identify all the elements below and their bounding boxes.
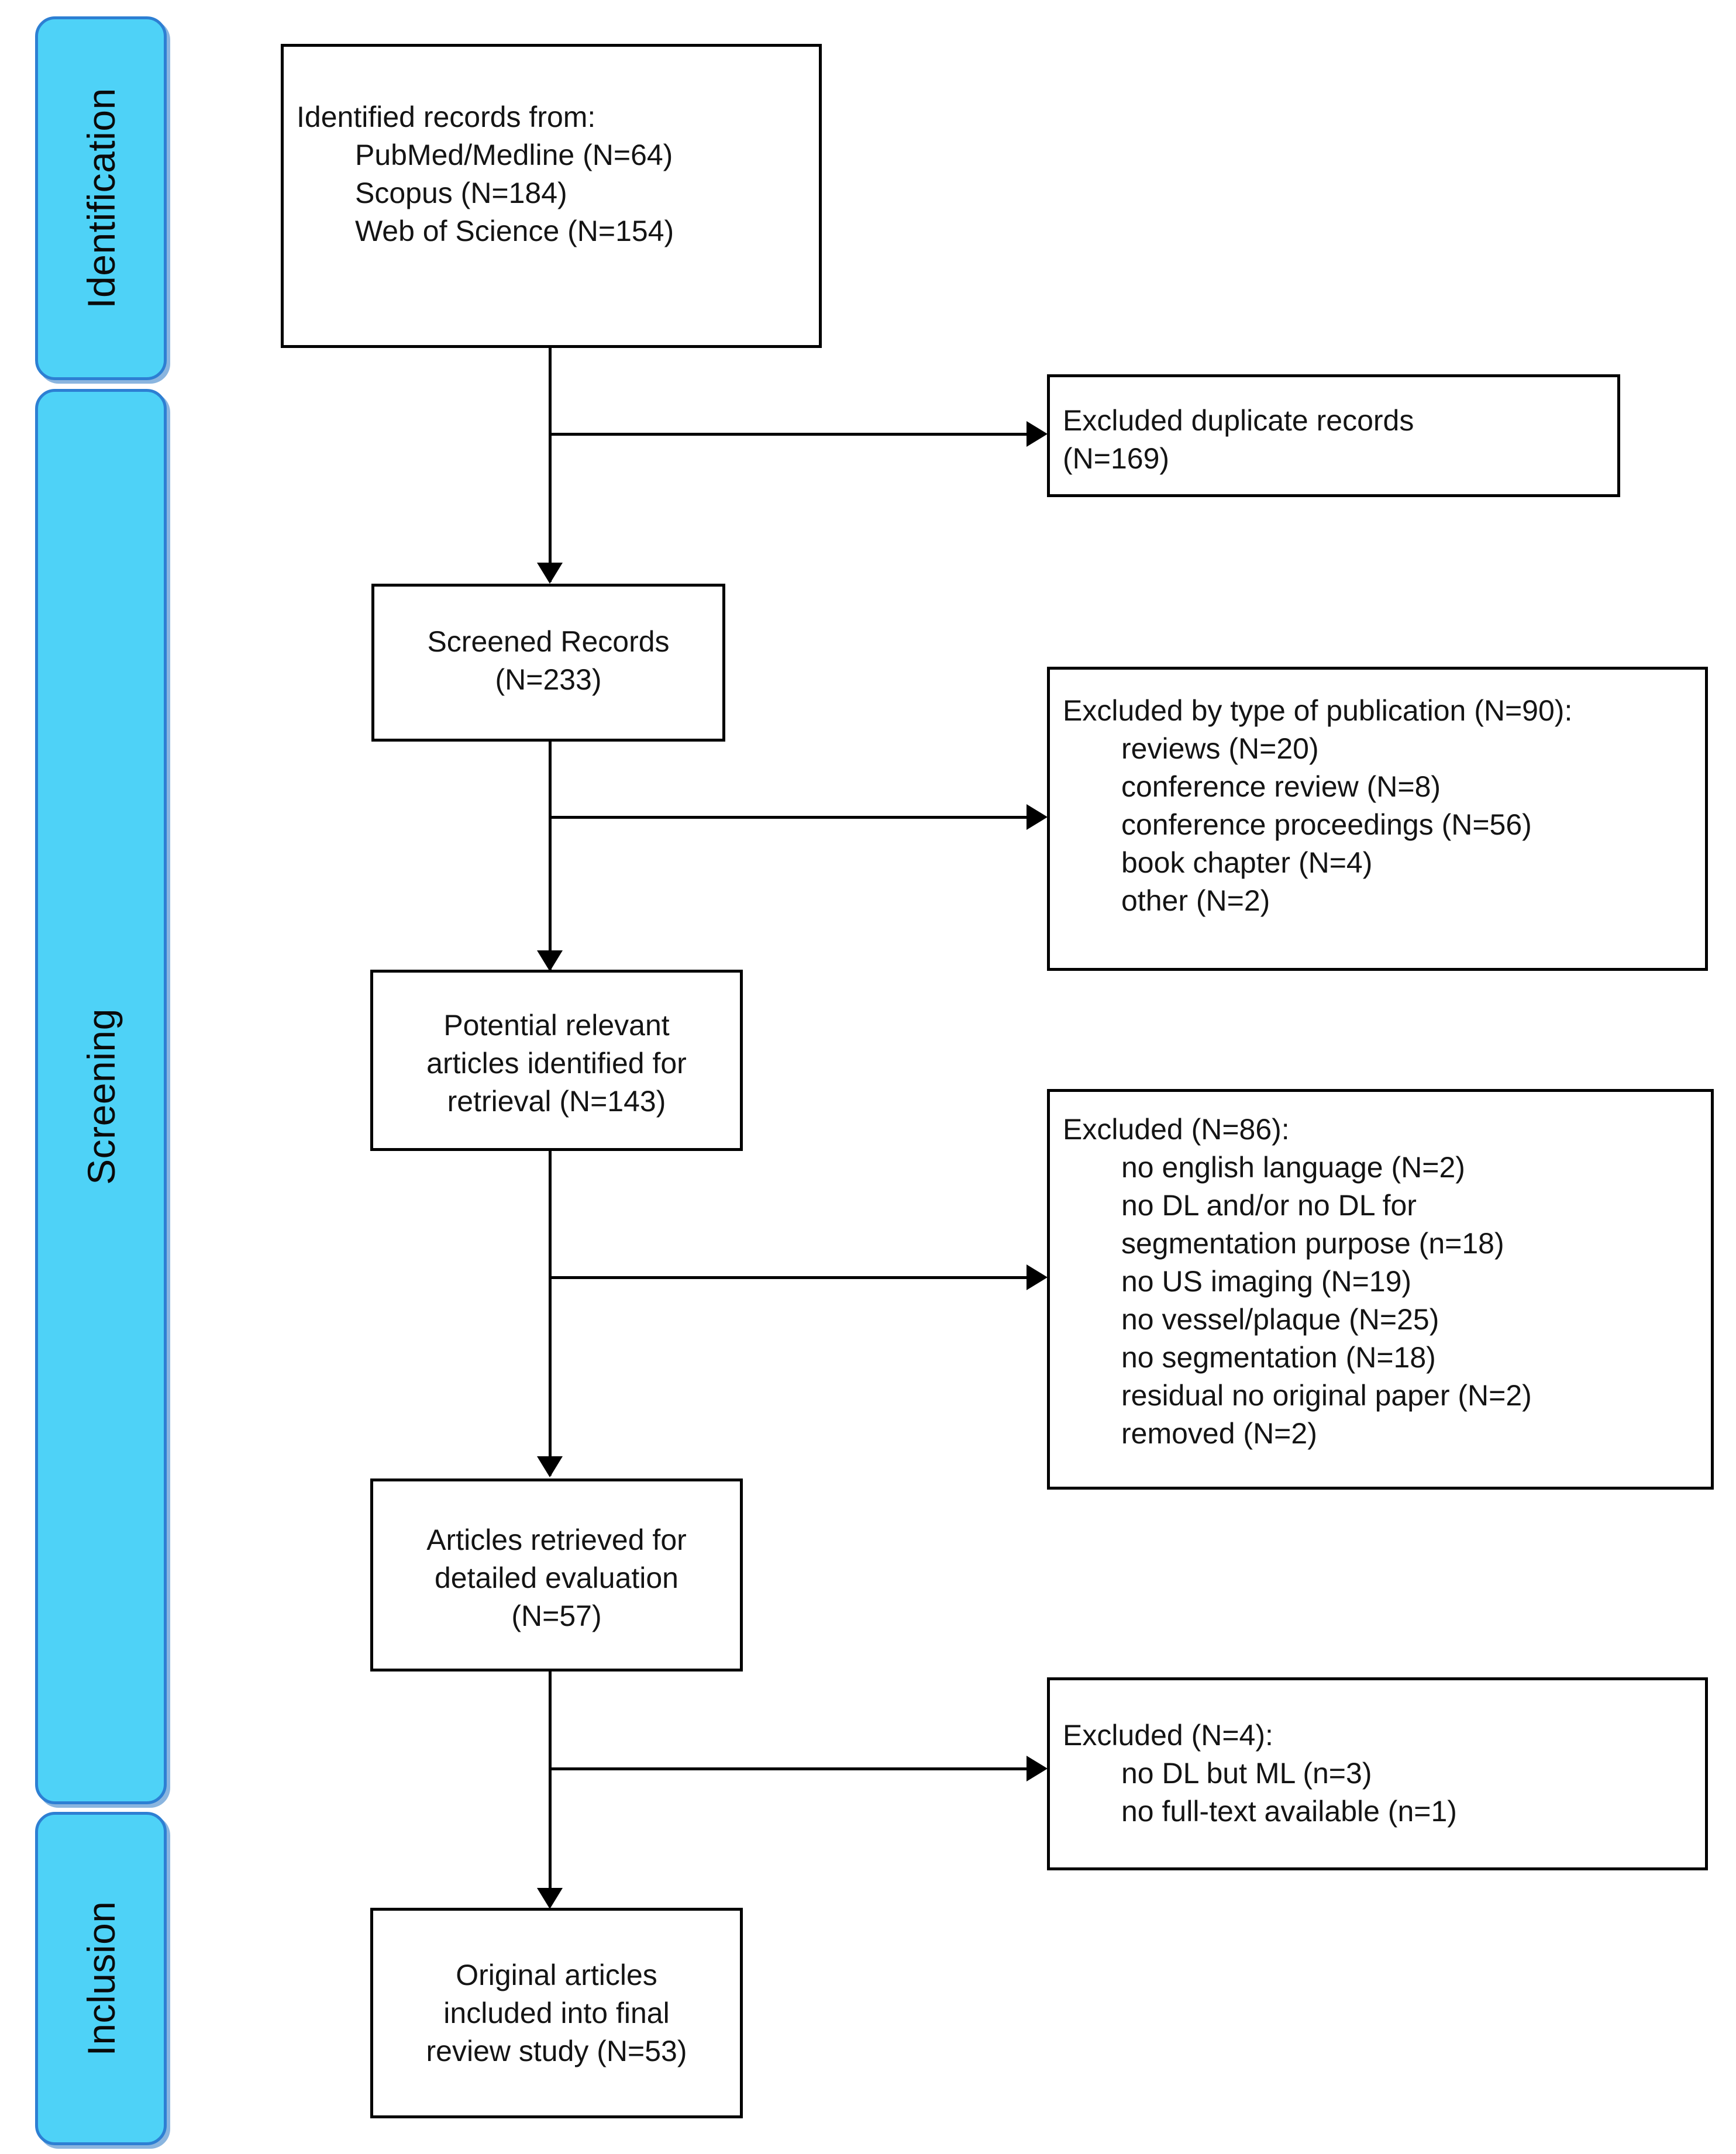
potential-relevant-articles-text: Potential relevant articles identified f… [373, 1007, 740, 1121]
original-articles-included-line1: Original articles [456, 1959, 657, 1991]
box-identified-records: Identified records from: PubMed/Medline … [281, 44, 822, 348]
excluded-publication-type-text: Excluded by type of publication (N=90): … [1050, 692, 1705, 920]
excluded-duplicates-line1: Excluded duplicate records [1063, 404, 1414, 437]
excluded-eligibility-item-no-us-imaging: no US imaging (N=19) [1121, 1265, 1412, 1298]
identified-records-item-pubmed: PubMed/Medline (N=64) [355, 139, 673, 171]
original-articles-included-line2: included into final [443, 1997, 670, 2029]
articles-retrieved-line3: (N=57) [511, 1600, 602, 1632]
excluded-publication-type-item-reviews: reviews (N=20) [1121, 732, 1319, 765]
potential-relevant-articles-line2: articles identified for [426, 1047, 687, 1080]
box-screened-records: Screened Records (N=233) [371, 584, 725, 742]
box-excluded-full-text: Excluded (N=4): no DL but ML (n=3) no fu… [1047, 1677, 1708, 1870]
original-articles-included-line3: review study (N=53) [426, 2035, 687, 2067]
arrow-to-screened-records [537, 563, 563, 584]
connector-line-box1-to-box2 [549, 348, 552, 582]
arrow-to-articles-retrieved [537, 1456, 563, 1477]
box-original-articles-included: Original articles included into final re… [370, 1908, 743, 2118]
excluded-eligibility-item-no-segmentation: no segmentation (N=18) [1121, 1341, 1436, 1374]
excluded-publication-type-heading: Excluded by type of publication (N=90): [1063, 694, 1573, 727]
original-articles-included-text: Original articles included into final re… [373, 1956, 740, 2070]
connector-line-box4-to-excluded-full-text [549, 1767, 1029, 1770]
articles-retrieved-text: Articles retrieved for detailed evaluati… [373, 1521, 740, 1635]
excluded-full-text-item-no-full-text: no full-text available (n=1) [1121, 1795, 1457, 1828]
articles-retrieved-line1: Articles retrieved for [426, 1524, 687, 1556]
potential-relevant-articles-line1: Potential relevant [443, 1009, 670, 1042]
excluded-publication-type-item-other: other (N=2) [1121, 884, 1270, 917]
potential-relevant-articles-line3: retrieval (N=143) [447, 1085, 666, 1118]
excluded-full-text-heading: Excluded (N=4): [1063, 1719, 1273, 1752]
excluded-publication-type-item-book-chapter: book chapter (N=4) [1121, 846, 1373, 879]
excluded-eligibility-heading: Excluded (N=86): [1063, 1113, 1290, 1146]
arrow-to-excluded-eligibility [1027, 1264, 1048, 1290]
excluded-eligibility-item-removed: removed (N=2) [1121, 1417, 1317, 1450]
excluded-full-text-item-no-dl-but-ml: no DL but ML (n=3) [1121, 1757, 1372, 1790]
stage-tab-identification[interactable]: Identification [35, 16, 167, 380]
excluded-publication-type-item-conference-proceedings: conference proceedings (N=56) [1121, 808, 1532, 841]
excluded-eligibility-item-no-vessel-plaque: no vessel/plaque (N=25) [1121, 1303, 1439, 1336]
identified-records-text: Identified records from: PubMed/Medline … [284, 98, 819, 250]
arrow-to-original-articles-included [537, 1888, 563, 1909]
screened-records-line2: (N=233) [495, 663, 602, 696]
stage-tab-screening[interactable]: Screening [35, 389, 167, 1804]
identified-records-item-wos: Web of Science (N=154) [355, 215, 674, 247]
excluded-eligibility-item-no-dl-2: segmentation purpose (n=18) [1121, 1227, 1504, 1260]
excluded-eligibility-text: Excluded (N=86): no english language (N=… [1050, 1111, 1711, 1453]
arrow-to-excluded-publication-type [1027, 804, 1048, 830]
arrow-to-excluded-duplicates [1027, 421, 1048, 447]
connector-line-box4-to-box5 [549, 1671, 552, 1905]
excluded-eligibility-item-no-dl-1: no DL and/or no DL for [1121, 1189, 1417, 1222]
excluded-duplicates-text: Excluded duplicate records (N=169) [1050, 402, 1617, 478]
connector-line-box2-to-box3 [549, 742, 552, 970]
stage-tab-inclusion-label: Inclusion [79, 1901, 123, 2056]
stage-tab-inclusion[interactable]: Inclusion [35, 1812, 167, 2145]
stage-tab-identification-label: Identification [79, 88, 123, 309]
excluded-eligibility-item-no-english: no english language (N=2) [1121, 1151, 1465, 1184]
articles-retrieved-line2: detailed evaluation [435, 1562, 678, 1594]
arrow-to-excluded-full-text [1027, 1756, 1048, 1781]
box-excluded-publication-type: Excluded by type of publication (N=90): … [1047, 667, 1708, 971]
stage-tab-screening-label: Screening [79, 1008, 123, 1185]
identified-records-item-scopus: Scopus (N=184) [355, 177, 567, 209]
excluded-duplicates-line2: (N=169) [1063, 442, 1170, 475]
box-potential-relevant-articles: Potential relevant articles identified f… [370, 970, 743, 1151]
connector-line-box2-to-excluded-publication-type [549, 816, 1029, 819]
excluded-eligibility-item-residual: residual no original paper (N=2) [1121, 1379, 1532, 1412]
connector-line-box3-to-excluded-eligibility [549, 1276, 1029, 1279]
box-excluded-eligibility: Excluded (N=86): no english language (N=… [1047, 1089, 1714, 1490]
connector-line-box1-to-excluded-duplicates [549, 433, 1029, 436]
screened-records-line1: Screened Records [427, 625, 670, 658]
arrow-to-potential-relevant-articles [537, 950, 563, 971]
excluded-publication-type-item-conference-review: conference review (N=8) [1121, 770, 1441, 803]
box-articles-retrieved: Articles retrieved for detailed evaluati… [370, 1478, 743, 1671]
connector-line-box3-to-box4 [549, 1151, 552, 1476]
box-excluded-duplicates: Excluded duplicate records (N=169) [1047, 374, 1620, 497]
screened-records-text: Screened Records (N=233) [374, 623, 722, 699]
excluded-full-text-text: Excluded (N=4): no DL but ML (n=3) no fu… [1050, 1717, 1705, 1831]
identified-records-heading: Identified records from: [297, 101, 596, 133]
